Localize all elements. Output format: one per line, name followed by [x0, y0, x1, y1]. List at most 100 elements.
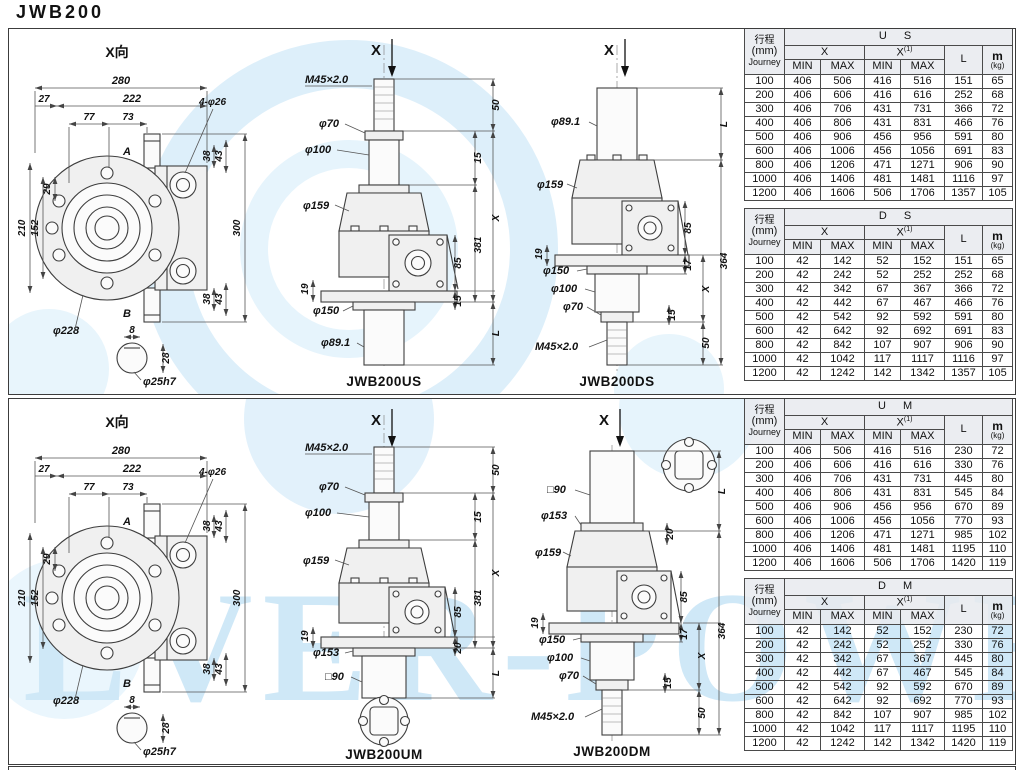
svg-text:15: 15: [663, 677, 674, 689]
flange-end-view: [660, 436, 718, 494]
x-arrow: [388, 436, 396, 447]
minmax-header: MAX: [820, 429, 865, 446]
panel-single-screw: X向 A B: [8, 28, 1016, 395]
svg-text:φ159: φ159: [303, 200, 330, 212]
l-header: L: [944, 224, 983, 256]
table-cell: 1406: [820, 172, 865, 188]
table-cell: 97: [981, 352, 1014, 368]
svg-text:φ89.1: φ89.1: [551, 116, 580, 128]
screw-jack-body: [320, 78, 459, 366]
svg-text:19: 19: [300, 630, 311, 642]
mass-symbol: m: [992, 418, 1003, 433]
table-cell: 406: [784, 116, 821, 132]
svg-text:210: 210: [17, 219, 28, 237]
panel-double-screw: EVER-POWE X向: [8, 398, 1016, 765]
table-cell: 506: [820, 74, 865, 90]
table-cell: 80: [981, 130, 1014, 146]
table-cell: 1706: [900, 186, 945, 202]
table-cell: 92: [864, 310, 901, 326]
svg-text:X: X: [701, 284, 712, 293]
x1-header: X(1): [864, 414, 945, 431]
point-a-label: A: [122, 516, 131, 528]
table-cell: 907: [900, 708, 945, 724]
svg-text:85: 85: [679, 591, 690, 603]
table-cell: 67: [864, 296, 901, 312]
jwb200um-drawing: X: [300, 409, 502, 762]
table-cell: 591: [944, 130, 983, 146]
table-cell: 406: [784, 172, 821, 188]
table-cell: 42: [784, 680, 821, 696]
table-cell: 242: [820, 638, 865, 654]
svg-text:152: 152: [30, 219, 41, 236]
model-label: JWB200DM: [573, 744, 651, 759]
table-cell: 67: [864, 666, 901, 682]
table-cell: 152: [900, 254, 945, 270]
table-cell: 83: [981, 324, 1014, 340]
journey-header: 行程(mm)Journey: [744, 399, 785, 446]
table-cell: 100: [744, 444, 785, 460]
table-cell: 406: [784, 102, 821, 118]
screw-jack-body: [320, 446, 458, 748]
svg-text:φ159: φ159: [537, 179, 564, 191]
table-cell: 770: [944, 694, 983, 710]
table-cell: 1357: [944, 366, 983, 382]
svg-text:15: 15: [473, 511, 484, 523]
svg-text:15: 15: [667, 309, 678, 321]
table-cell: 1271: [900, 528, 945, 544]
table-cell: 831: [900, 486, 945, 502]
table-cell: 591: [944, 310, 983, 326]
table-cell: 906: [944, 338, 983, 354]
table-cell: 90: [981, 338, 1014, 354]
table-cell: 956: [900, 500, 945, 516]
svg-text:X: X: [491, 568, 502, 577]
table-cell: 400: [744, 296, 785, 312]
table-cell: 300: [744, 472, 785, 488]
minmax-header: MAX: [900, 59, 945, 76]
x-arrow: [621, 66, 629, 77]
table-cell: 1342: [900, 366, 945, 382]
table-cell: 456: [864, 500, 901, 516]
table-cell: 76: [981, 638, 1014, 654]
table-cell: 1200: [744, 736, 785, 752]
table-cell: 68: [981, 268, 1014, 284]
journey-header: 行程(mm)Journey: [744, 577, 785, 626]
svg-text:8: 8: [129, 695, 135, 706]
table-cell: 471: [864, 158, 901, 174]
front-view-drawing: X向 A B: [17, 414, 248, 758]
table-cell: 92: [864, 680, 901, 696]
table-cell: 1056: [900, 144, 945, 160]
mass-symbol: m: [992, 228, 1003, 243]
journey-header-unit: (mm): [751, 595, 778, 608]
table-cell: 442: [820, 296, 865, 312]
table-cell: 200: [744, 268, 785, 284]
next-panel-edge: [8, 766, 1016, 770]
table-cell: 93: [981, 694, 1014, 710]
minmax-header: MIN: [864, 609, 901, 626]
table-cell: 1420: [944, 556, 983, 572]
table-cell: 1042: [820, 722, 865, 738]
table-cell: 1117: [900, 722, 945, 738]
shaft-section-detail: 8 28 φ25h7: [116, 325, 177, 388]
table-cell: 83: [981, 144, 1014, 160]
table-cell: 431: [864, 472, 901, 488]
table-cell: 600: [744, 694, 785, 710]
table-cell: 42: [784, 736, 821, 752]
table-cell: 89: [981, 500, 1014, 516]
x1-header: X(1): [864, 44, 945, 61]
outer-dia-callout: φ228: [53, 695, 80, 707]
screw-jack-body: [554, 87, 690, 366]
table-cell: 1200: [744, 186, 785, 202]
table-cell: 692: [900, 694, 945, 710]
table-cell: 506: [864, 186, 901, 202]
